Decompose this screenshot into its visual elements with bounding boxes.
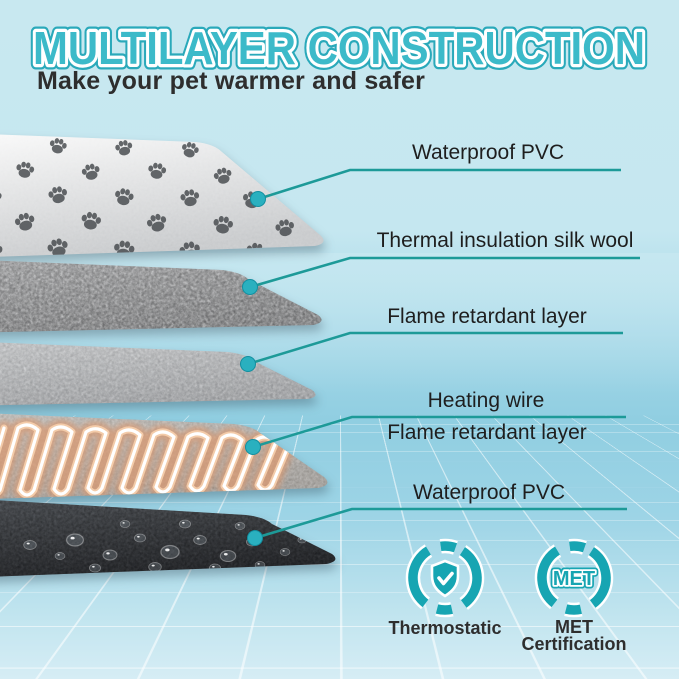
callout-label-heating-wire: Heating wire xyxy=(427,389,545,412)
callout-line-4 xyxy=(252,415,626,449)
callout-line-1 xyxy=(257,168,621,201)
callout-label-flame-retardant-lower: Flame retardant layer xyxy=(387,421,587,444)
callout-label-waterproof-pvc-top: Waterproof PVC xyxy=(411,141,565,164)
shield-check-icon xyxy=(430,559,460,598)
header: MULTILAYER CONSTRUCTION MULTILAYER CONST… xyxy=(28,17,651,80)
layer-heating-wire-flame-retardant xyxy=(0,413,328,500)
thermostatic-ring-icon xyxy=(405,538,485,618)
page-title-outline: MULTILAYER CONSTRUCTION xyxy=(33,22,645,74)
layer-waterproof-pvc-top xyxy=(0,134,324,258)
callout-dot-3 xyxy=(240,356,256,372)
layer-flame-retardant-upper xyxy=(0,342,316,406)
callout-lines xyxy=(247,168,640,540)
callout-line-2 xyxy=(249,256,640,289)
met-label-line2: Certification xyxy=(521,634,627,654)
callout-label-waterproof-pvc-bottom: Waterproof PVC xyxy=(412,481,566,504)
callout-dot-4 xyxy=(245,439,261,455)
callout-dot-5 xyxy=(247,530,263,546)
met-icon-text-outline: MET xyxy=(553,568,595,590)
page-title: MULTILAYER CONSTRUCTION xyxy=(33,22,645,74)
met-ring-icon: MET MET xyxy=(534,538,614,618)
callout-label-flame-retardant-upper: Flame retardant layer xyxy=(387,305,587,328)
callout-label-silk-wool: Thermal insulation silk wool xyxy=(376,229,634,252)
callout-dot-2 xyxy=(242,279,258,295)
thermostatic-label: Thermostatic xyxy=(388,618,502,638)
layer-silk-wool xyxy=(0,260,322,333)
met-label-line1: MET xyxy=(555,617,593,637)
heating-wire-icon xyxy=(0,418,297,500)
met-icon-text: MET xyxy=(553,568,595,590)
callout-dots xyxy=(240,191,266,546)
layer-waterproof-pvc-bottom xyxy=(0,500,336,577)
callout-dot-1 xyxy=(250,191,266,207)
page-subtitle: Make your pet warmer and safer xyxy=(37,67,426,95)
callout-line-3 xyxy=(247,331,623,366)
callout-line-5 xyxy=(254,507,627,540)
